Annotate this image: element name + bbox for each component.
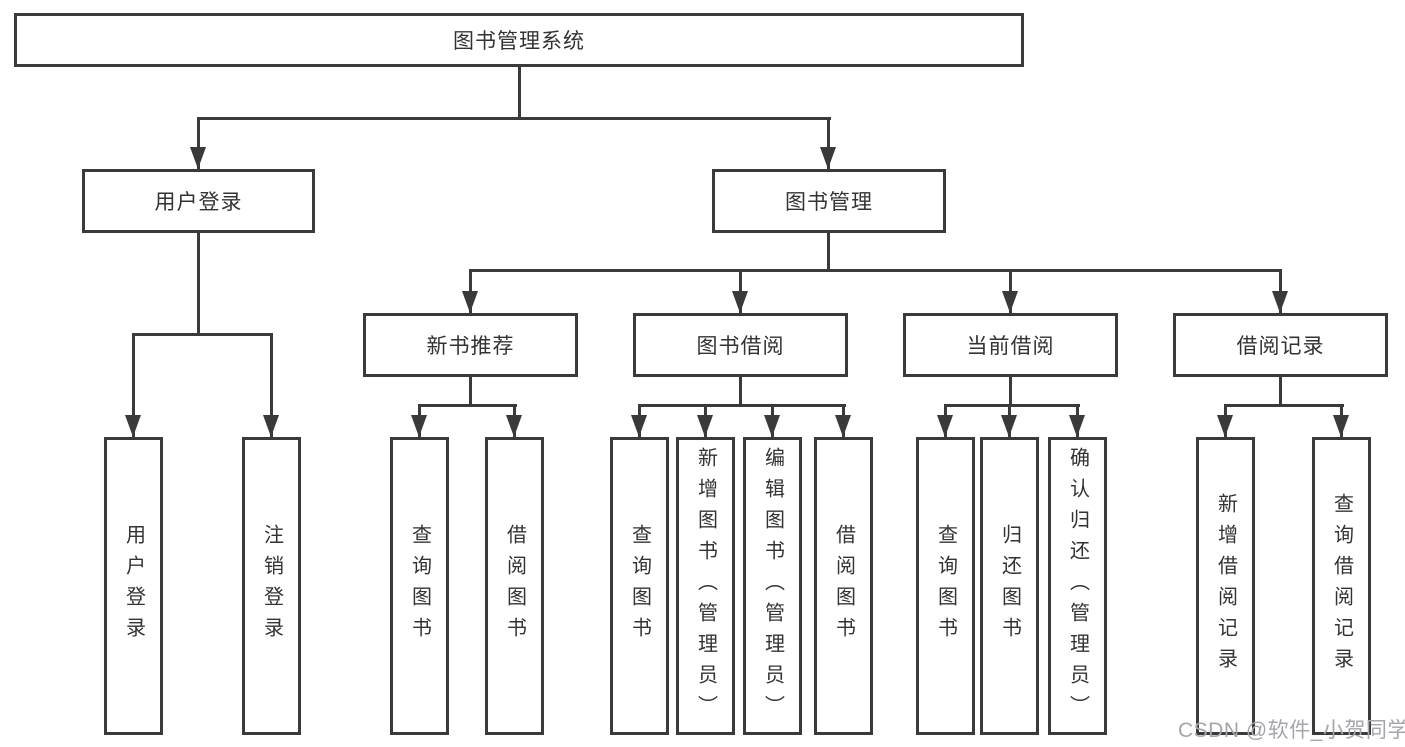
arrowhead-down-icon [1001,415,1017,437]
node-current-borrow-label: 当前借阅 [966,335,1055,358]
leaf-borrow-books: 借阅图书 [814,437,873,735]
node-book-management-label: 图书管理 [785,191,873,214]
leaf-query-books-borrow-label: 查询图书 [628,524,651,648]
arrowhead-down-icon [697,415,713,437]
node-user-login: 用户登录 [82,169,315,233]
leaf-add-book-admin: 新增图书（管理员） [676,437,735,735]
node-book-management: 图书管理 [712,169,946,233]
leaf-edit-book-admin: 编辑图书（管理员） [743,437,802,735]
connector-trunk [739,377,742,405]
arrowhead-down-icon [631,415,647,437]
connector-trunk [1009,377,1012,405]
arrowhead-down-icon [1333,415,1349,437]
leaf-query-borrow-record: 查询借阅记录 [1312,437,1371,735]
leaf-user-login-label: 用户登录 [122,524,145,648]
arrowhead-down-icon [1272,291,1288,313]
connector-stem [132,333,135,437]
connector-rail [638,404,846,407]
leaf-query-books-borrow: 查询图书 [610,437,669,735]
node-book-borrow-label: 图书借阅 [696,335,785,358]
leaf-borrow-books-recommend: 借阅图书 [485,437,544,735]
leaf-add-book-admin-label: 新增图书（管理员） [694,446,717,726]
arrowhead-down-icon [1217,415,1233,437]
node-current-borrow: 当前借阅 [903,313,1118,377]
connector-rail [418,404,517,407]
leaf-query-borrow-record-label: 查询借阅记录 [1330,493,1353,679]
arrowhead-down-icon [411,415,427,437]
connector-root-trunk [518,67,521,118]
leaf-borrow-books-recommend-label: 借阅图书 [503,524,526,648]
arrowhead-down-icon [190,147,206,169]
connector-stem [827,117,830,169]
leaf-query-books-recommend-label: 查询图书 [408,524,431,648]
connector-user-login-trunk [197,233,200,335]
arrowhead-down-icon [820,147,836,169]
leaf-query-books-current-label: 查询图书 [934,524,957,648]
arrowhead-down-icon [125,415,141,437]
arrowhead-down-icon [263,415,279,437]
node-user-login-label: 用户登录 [154,191,243,214]
leaf-add-borrow-record: 新增借阅记录 [1196,437,1255,735]
leaf-borrow-books-label: 借阅图书 [832,524,855,648]
node-new-book-recommend: 新书推荐 [363,313,578,377]
leaf-user-login: 用户登录 [104,437,163,735]
arrowhead-down-icon [937,415,953,437]
connector-stem [197,117,200,169]
connector-stem [270,333,273,437]
node-book-borrow: 图书借阅 [633,313,848,377]
arrowhead-down-icon [835,415,851,437]
leaf-add-borrow-record-label: 新增借阅记录 [1214,493,1237,679]
leaf-edit-book-admin-label: 编辑图书（管理员） [761,446,784,726]
arrowhead-down-icon [1002,291,1018,313]
node-root-label: 图书管理系统 [453,30,585,53]
leaf-return-book: 归还图书 [980,437,1039,735]
connector-user-login-rail [132,333,273,336]
leaf-return-book-label: 归还图书 [998,524,1021,648]
csdn-watermark: CSDN @软件_小贺同学 [1178,719,1405,742]
connector-book-mgmt-trunk [827,233,830,271]
connector-level2-rail [469,269,1282,272]
connector-level1-rail [197,117,831,120]
leaf-confirm-return-admin: 确认归还（管理员） [1048,437,1107,735]
connector-trunk [1279,377,1282,405]
arrowhead-down-icon [732,291,748,313]
node-new-book-recommend-label: 新书推荐 [426,335,515,358]
arrowhead-down-icon [764,415,780,437]
node-borrow-records: 借阅记录 [1173,313,1388,377]
leaf-confirm-return-admin-label: 确认归还（管理员） [1066,446,1089,726]
node-borrow-records-label: 借阅记录 [1236,335,1325,358]
node-root: 图书管理系统 [14,13,1024,67]
arrowhead-down-icon [462,291,478,313]
connector-trunk [469,377,472,405]
connector-rail [944,404,1080,407]
leaf-query-books-current: 查询图书 [916,437,975,735]
arrowhead-down-icon [506,415,522,437]
leaf-logout-label: 注销登录 [260,524,283,648]
connector-rail [1224,404,1344,407]
leaf-logout: 注销登录 [242,437,301,735]
arrowhead-down-icon [1069,415,1085,437]
leaf-query-books-recommend: 查询图书 [390,437,449,735]
